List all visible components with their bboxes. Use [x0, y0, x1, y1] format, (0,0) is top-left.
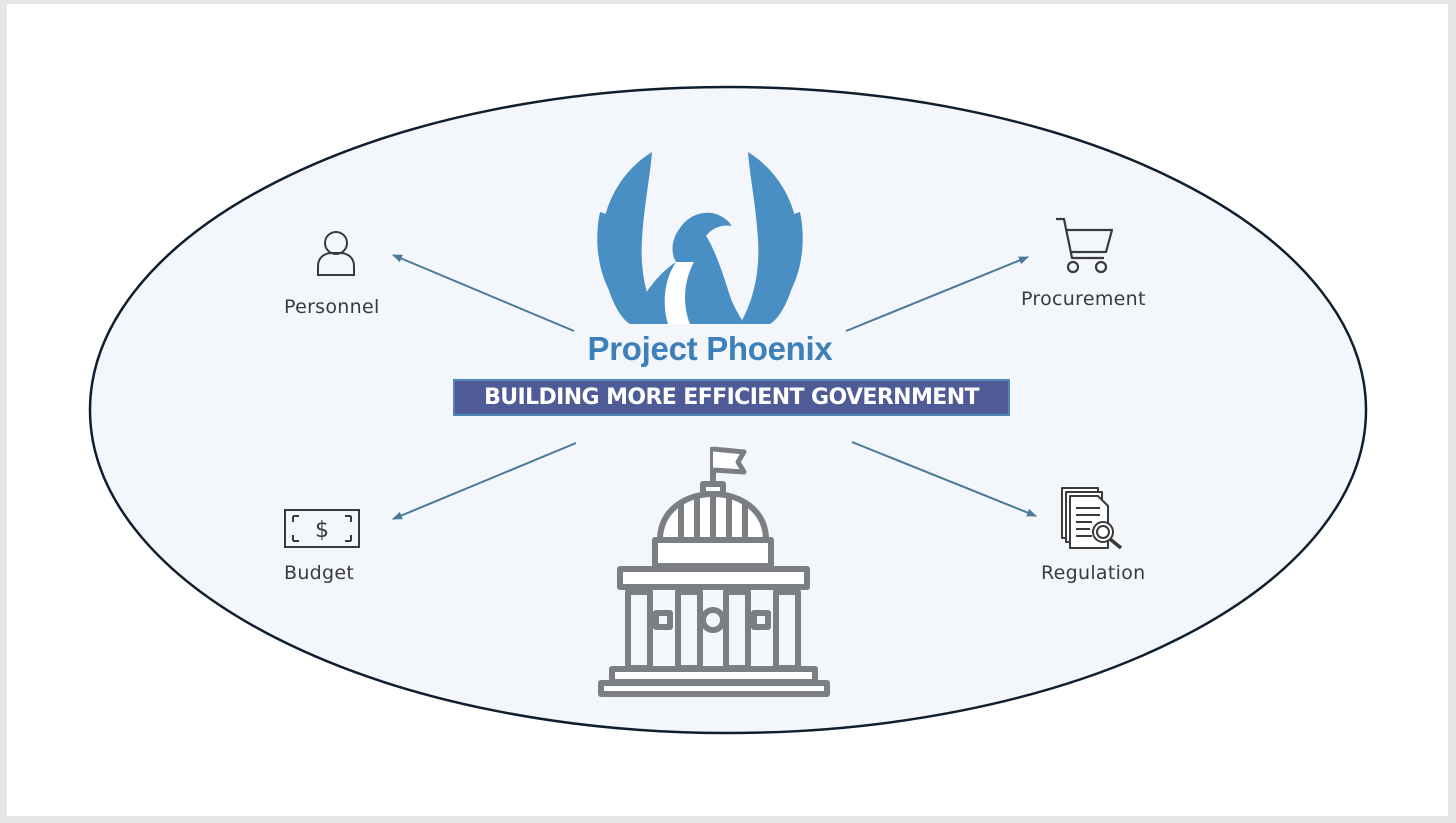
- shopping-cart-icon: [1056, 217, 1114, 274]
- arrow-to-personnel: [392, 254, 575, 332]
- node-label-budget: Budget: [284, 562, 355, 584]
- node-label-procurement: Procurement: [1021, 288, 1146, 310]
- dollar-bill-icon: [284, 509, 360, 548]
- capitol-building-icon: [598, 446, 830, 697]
- phoenix-icon: [597, 152, 803, 324]
- dollar-sign: $: [315, 518, 329, 543]
- documents-magnifier-icon: [1061, 487, 1123, 550]
- node-label-regulation: Regulation: [1041, 562, 1146, 584]
- arrow-to-procurement: [845, 256, 1029, 332]
- arrow-to-regulation: [851, 441, 1037, 517]
- project-title: Project Phoenix: [587, 330, 833, 367]
- person-icon: [317, 231, 355, 276]
- node-label-personnel: Personnel: [284, 296, 380, 318]
- subtitle-banner: BUILDING MORE EFFICIENT GOVERNMENT: [453, 379, 1010, 416]
- arrow-to-budget: [392, 442, 577, 520]
